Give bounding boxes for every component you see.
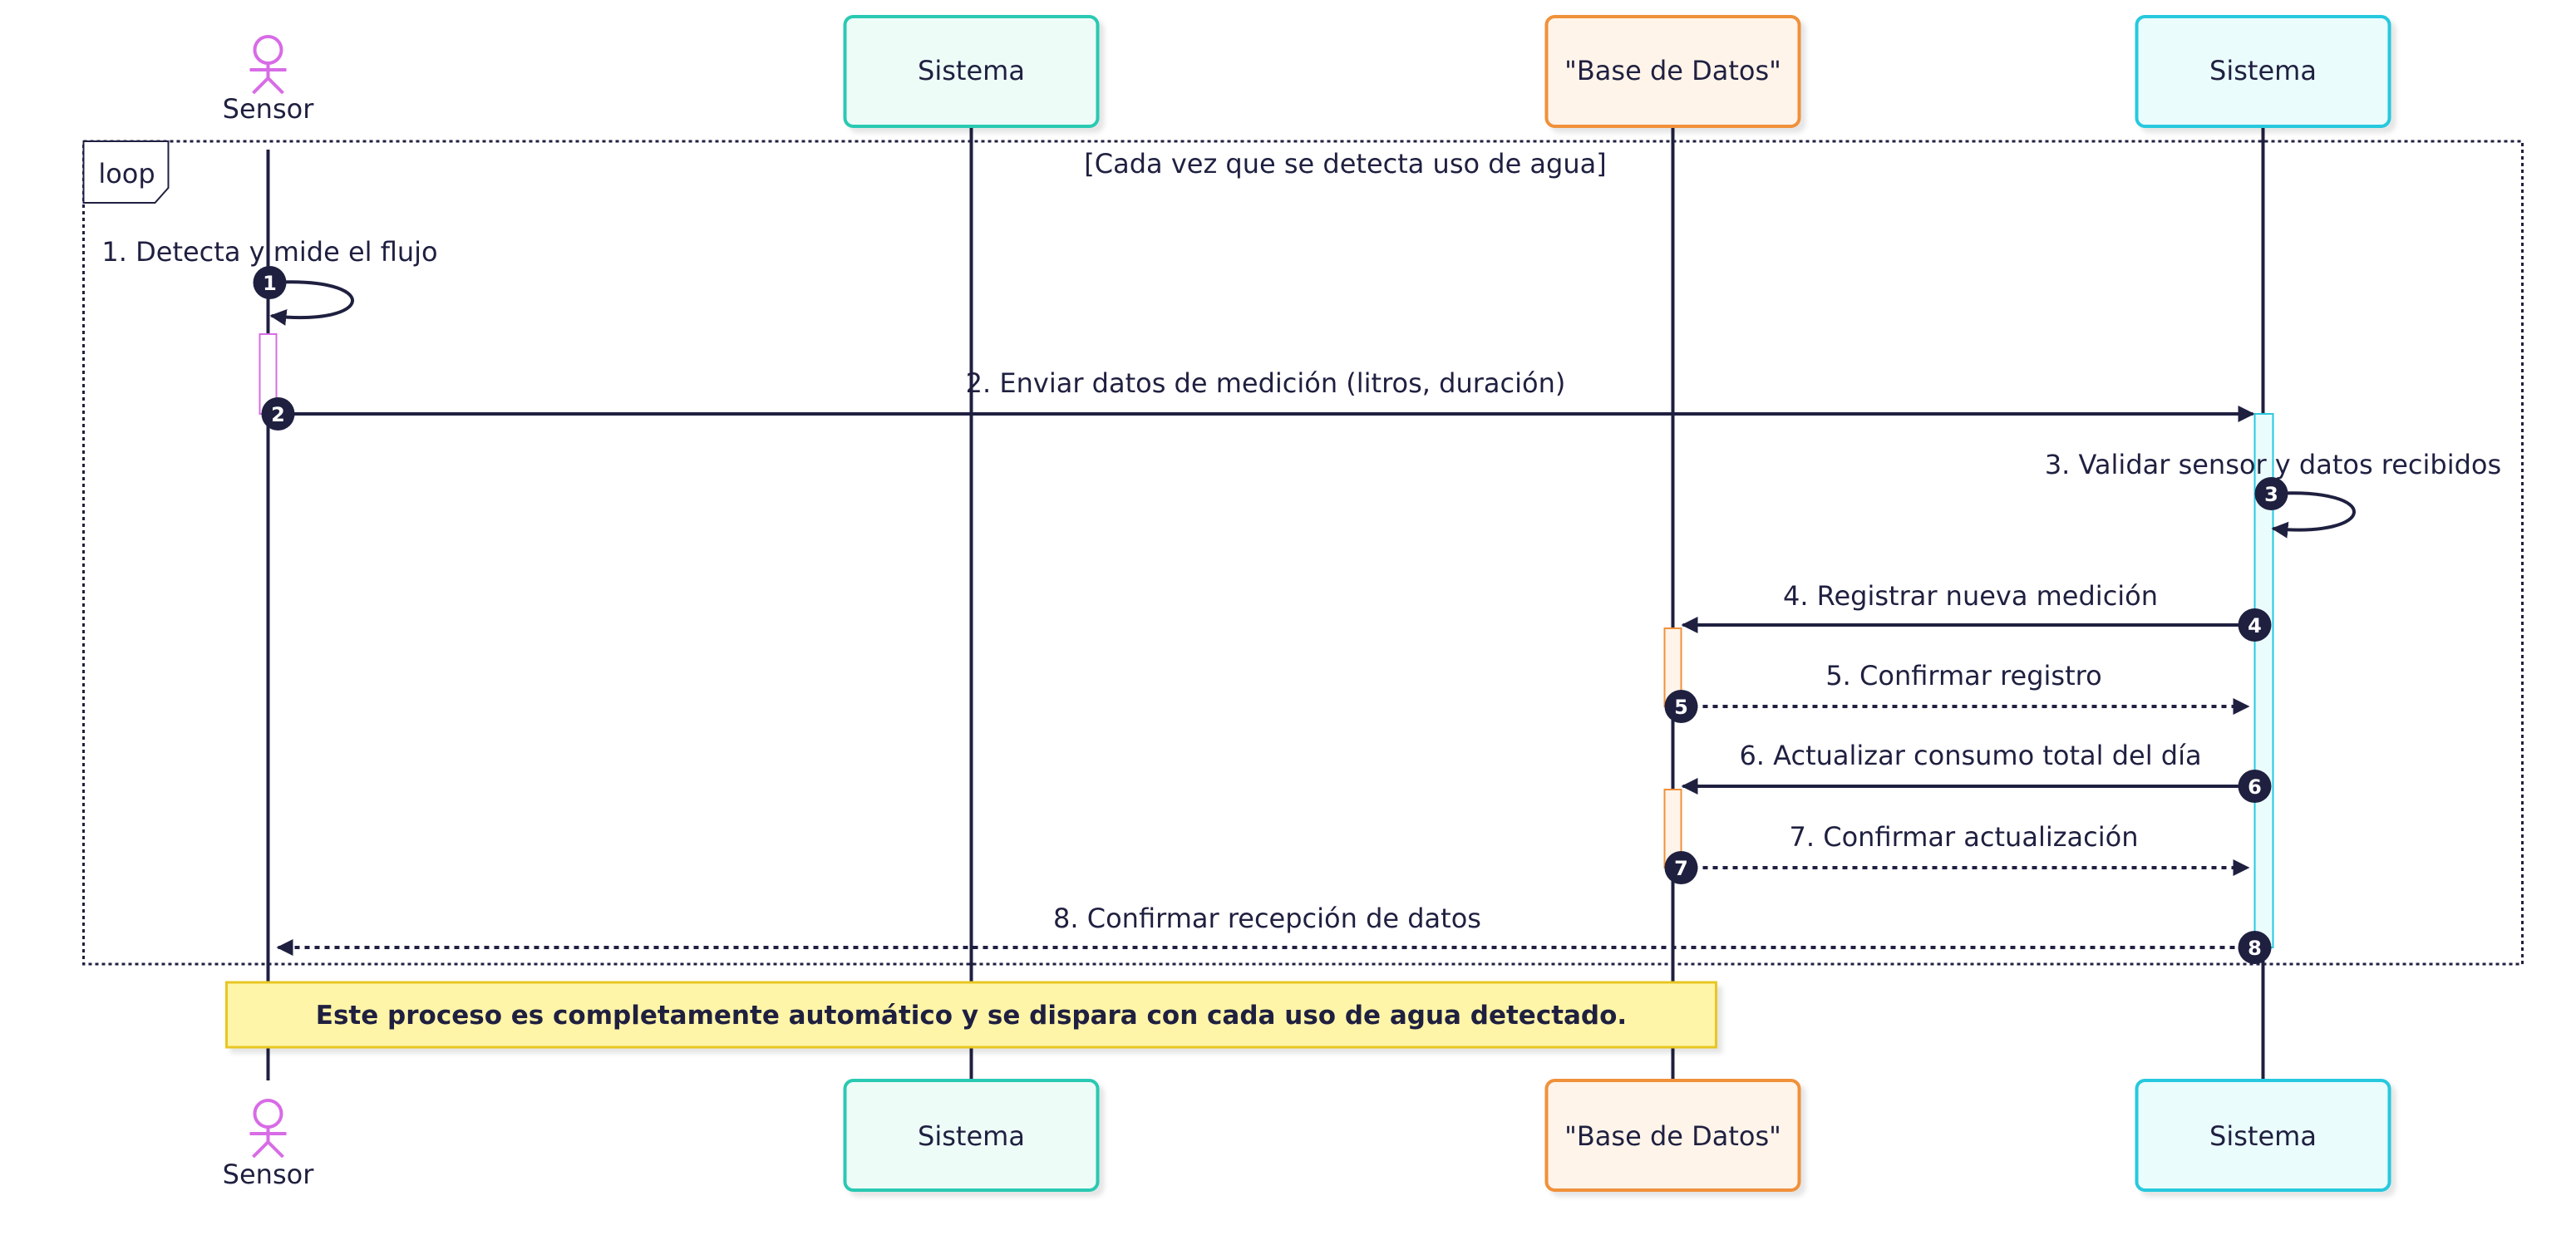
message-number: 8: [2248, 937, 2262, 960]
participant-base-de-datos-bottom: "Base de Datos": [1544, 1079, 1801, 1192]
message-label: 8. Confirmar recepción de datos: [1053, 903, 1481, 934]
loop-tag: loop: [98, 158, 155, 189]
message-badge: [261, 397, 295, 431]
message-arrow: [269, 280, 354, 326]
note: Este proceso es completamente automático…: [225, 981, 1717, 1049]
message-badge: [2238, 608, 2272, 642]
message-label: 5. Confirmar registro: [1825, 660, 2101, 691]
participant-sistema-2-bottom: Sistema: [2135, 1079, 2391, 1192]
participant-label: "Base de Datos": [1564, 1120, 1781, 1152]
message-label: 2. Enviar datos de medición (litros, dur…: [966, 367, 1566, 399]
message-7: 7. Confirmar actualización 7: [1664, 821, 2250, 884]
message-5: 5. Confirmar registro 5: [1664, 660, 2250, 723]
message-badge: [253, 266, 287, 299]
actor-label: Sensor: [223, 1159, 315, 1190]
message-number: 4: [2248, 614, 2262, 637]
message-4: 4. Registrar nueva medición 4: [1681, 580, 2272, 642]
actor-label: Sensor: [223, 93, 315, 125]
loop-tag-shape: [82, 140, 170, 204]
message-number: 7: [1674, 857, 1688, 880]
participant-label: Sistema: [2209, 55, 2317, 86]
actor-sensor-top: Sensor: [223, 35, 315, 125]
message-badge: [2238, 770, 2272, 803]
message-label: 6. Actualizar consumo total del día: [1739, 740, 2201, 771]
message-badge: [2238, 931, 2272, 964]
participant-base-de-datos-top: "Base de Datos": [1544, 15, 1801, 128]
message-number: 2: [271, 403, 285, 426]
participant-label: Sistema: [918, 55, 1025, 86]
actor-sensor-bottom: Sensor: [223, 1099, 315, 1190]
participant-sistema-1-bottom: Sistema: [843, 1079, 1100, 1192]
participant-label: Sistema: [918, 1120, 1025, 1152]
message-label: 3. Validar sensor y datos recibidos: [2045, 449, 2501, 480]
message-6: 6. Actualizar consumo total del día 6: [1681, 740, 2272, 803]
message-8: 8. Confirmar recepción de datos 8: [276, 903, 2272, 964]
stick-figure-icon: [249, 1099, 287, 1159]
message-number: 1: [263, 272, 277, 295]
message-number: 6: [2248, 775, 2262, 799]
message-label: 7. Confirmar actualización: [1790, 821, 2139, 853]
message-label: 4. Registrar nueva medición: [1783, 580, 2158, 612]
message-arrow: [2271, 491, 2356, 539]
message-1: 1. Detecta y mide el flujo 1: [101, 236, 438, 326]
participant-label: "Base de Datos": [1564, 55, 1781, 86]
loop-condition: [Cada vez que se detecta uso de agua]: [1084, 148, 1606, 180]
participant-sistema-1-top: Sistema: [843, 15, 1100, 128]
message-badge: [1664, 690, 1698, 723]
note-text: Este proceso es completamente automático…: [316, 1001, 1627, 1031]
message-number: 3: [2264, 483, 2278, 506]
stick-figure-icon: [249, 35, 287, 95]
message-badge: [2254, 477, 2288, 510]
participant-sistema-2-top: Sistema: [2135, 15, 2391, 128]
message-number: 5: [1674, 696, 1688, 719]
message-3: 3. Validar sensor y datos recibidos 3: [2045, 449, 2501, 539]
participant-label: Sistema: [2209, 1120, 2317, 1152]
message-label: 1. Detecta y mide el flujo: [101, 236, 437, 268]
loop-frame: loop [Cada vez que se detecta uso de agu…: [82, 140, 2524, 966]
message-2: 2. Enviar datos de medición (litros, dur…: [261, 367, 2255, 431]
message-badge: [1664, 851, 1698, 884]
